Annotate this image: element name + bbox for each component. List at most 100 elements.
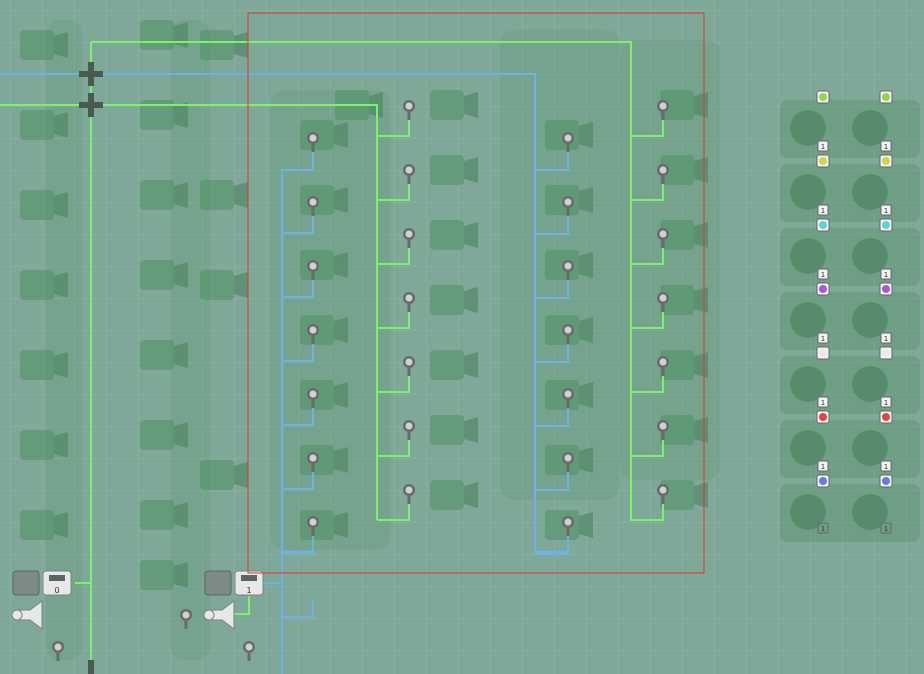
pole-post bbox=[566, 458, 570, 472]
pole-post bbox=[311, 394, 315, 408]
pole-post bbox=[311, 138, 315, 152]
ghost-inserter-block bbox=[430, 155, 464, 185]
ghost-inserter-block bbox=[20, 510, 54, 540]
ghost-arm bbox=[54, 352, 68, 378]
ghost-inserter-block bbox=[200, 270, 234, 300]
pole-insulator bbox=[564, 454, 572, 462]
speaker-icon[interactable] bbox=[19, 600, 43, 630]
ghost-column bbox=[270, 90, 390, 550]
signal-count-tag bbox=[880, 460, 892, 472]
white-science-icon bbox=[882, 349, 890, 357]
ghost-arm bbox=[579, 122, 593, 148]
ghost-inserter-block bbox=[430, 90, 464, 120]
ghost-arm bbox=[334, 187, 348, 213]
signal-count-tag bbox=[880, 522, 892, 534]
pole-post bbox=[661, 490, 665, 504]
pole-post bbox=[407, 362, 411, 376]
pole-post bbox=[407, 170, 411, 184]
ghost-arm bbox=[174, 182, 188, 208]
ghost-column bbox=[46, 20, 82, 660]
signal-count-tag bbox=[880, 396, 892, 408]
ghost-inserter-block bbox=[660, 415, 694, 445]
blue-wire-branch bbox=[535, 152, 569, 171]
pole-insulator bbox=[659, 486, 667, 494]
pole-insulator bbox=[659, 166, 667, 174]
ghost-arm bbox=[234, 462, 248, 488]
signal-count-tag bbox=[880, 140, 892, 152]
speaker-icon[interactable] bbox=[211, 600, 235, 630]
decider-combinator-icon[interactable] bbox=[204, 570, 232, 596]
signal-count: 1 bbox=[821, 463, 825, 471]
ghost-arm bbox=[174, 342, 188, 368]
green-wire-trunk bbox=[91, 41, 632, 100]
pole-insulator bbox=[405, 358, 413, 366]
signal-count: 1 bbox=[884, 143, 888, 151]
ghost-inserter-block bbox=[200, 180, 234, 210]
green-wire-branch bbox=[631, 182, 664, 201]
decider-combinator-icon[interactable] bbox=[12, 570, 40, 596]
selection-box[interactable] bbox=[247, 12, 705, 574]
pole-insulator bbox=[659, 358, 667, 366]
ghost-arm bbox=[54, 32, 68, 58]
cyan-science-icon bbox=[882, 221, 890, 229]
cyan-science-icon bbox=[819, 221, 827, 229]
ghost-gear bbox=[790, 366, 826, 402]
ghost-inserter-block bbox=[430, 480, 464, 510]
ghost-arm bbox=[54, 192, 68, 218]
blue-science-icon bbox=[882, 477, 890, 485]
blue-wire-trunk bbox=[0, 73, 536, 90]
pole-insulator bbox=[659, 102, 667, 110]
power-poles bbox=[52, 62, 669, 674]
pole-insulator bbox=[182, 611, 190, 619]
ghost-gear bbox=[790, 238, 826, 274]
blue-wire-branch bbox=[535, 216, 569, 235]
ghost-gear bbox=[852, 366, 888, 402]
signal-count: 1 bbox=[821, 143, 825, 151]
pole-post bbox=[311, 522, 315, 536]
pole-post bbox=[566, 522, 570, 536]
signal-count: 1 bbox=[821, 335, 825, 343]
substation-icon[interactable] bbox=[88, 660, 94, 674]
ghost-inserter-block bbox=[20, 350, 54, 380]
green-wire-branch bbox=[377, 310, 410, 329]
ghost-arm bbox=[579, 252, 593, 278]
ghost-arm bbox=[464, 417, 478, 443]
ghost-gear bbox=[790, 174, 826, 210]
signal-count-tag bbox=[817, 140, 829, 152]
ghost-inserter-block bbox=[140, 260, 174, 290]
ghost-gear bbox=[790, 302, 826, 338]
signal-count: 1 bbox=[884, 525, 888, 533]
green-wire-trunk bbox=[0, 104, 378, 520]
blue-wire-branch bbox=[535, 408, 569, 427]
signal-count-tag bbox=[817, 332, 829, 344]
ghost-arm bbox=[334, 382, 348, 408]
pole-insulator bbox=[309, 262, 317, 270]
pole-post bbox=[661, 106, 665, 120]
pole-insulator bbox=[659, 422, 667, 430]
pole-insulator bbox=[309, 390, 317, 398]
pole-insulator bbox=[405, 294, 413, 302]
signal-count: 1 bbox=[821, 207, 825, 215]
ghost-arm bbox=[234, 32, 248, 58]
pole-insulator bbox=[659, 230, 667, 238]
ghost-inserter-block bbox=[200, 460, 234, 490]
combinator-value: 0 bbox=[54, 586, 59, 595]
green-wire-branch bbox=[377, 374, 410, 393]
pole-post bbox=[661, 234, 665, 248]
pole-insulator bbox=[54, 643, 62, 651]
signal-count: 1 bbox=[884, 271, 888, 279]
pole-post bbox=[566, 138, 570, 152]
signal-count-tag bbox=[880, 268, 892, 280]
blue-wire-branch bbox=[282, 279, 314, 298]
pole-post bbox=[407, 106, 411, 120]
pole-insulator bbox=[309, 134, 317, 142]
substation-arm bbox=[79, 102, 103, 108]
signal-count-tag bbox=[880, 332, 892, 344]
pole-post bbox=[311, 202, 315, 216]
pole-post bbox=[311, 458, 315, 472]
pole-post bbox=[56, 647, 60, 661]
pole-post bbox=[661, 170, 665, 184]
